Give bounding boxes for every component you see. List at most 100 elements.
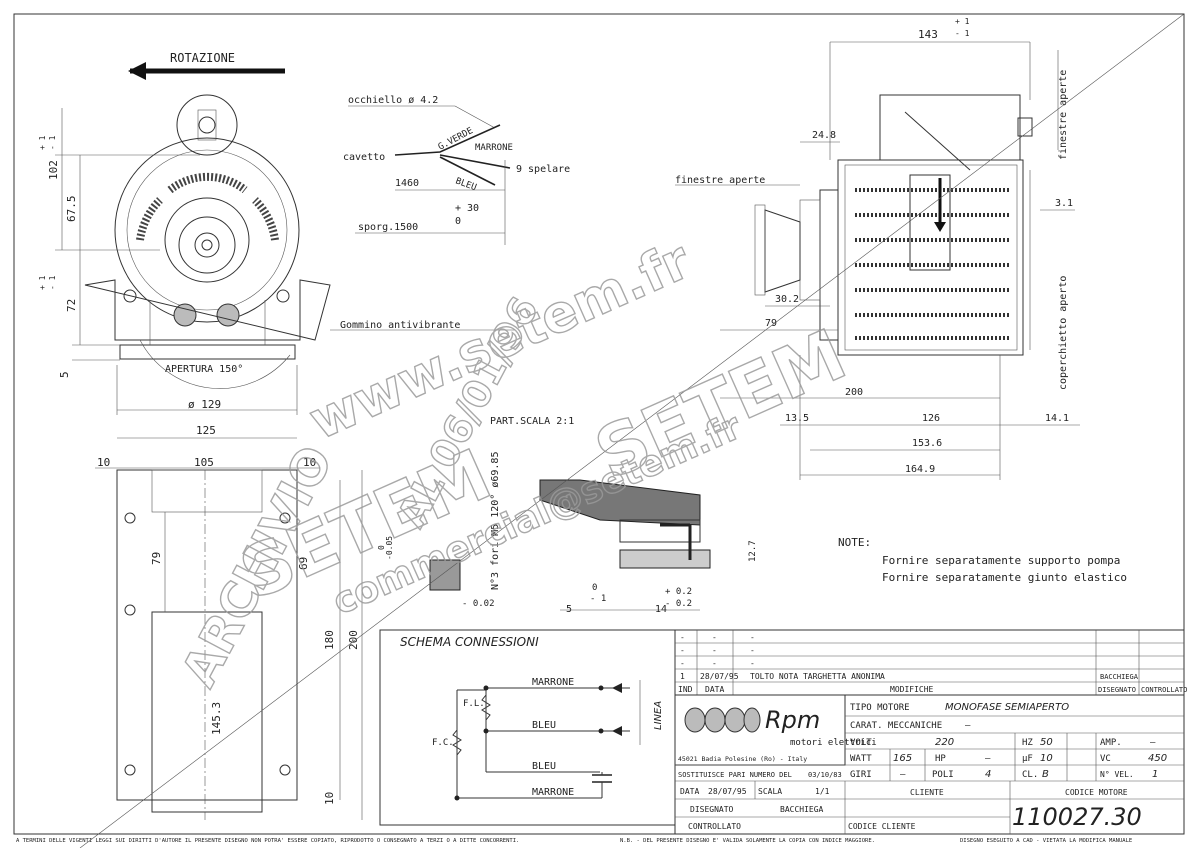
svg-text:28/07/95: 28/07/95 xyxy=(700,672,739,681)
svg-text:TIPO MOTORE: TIPO MOTORE xyxy=(850,703,910,713)
cable-label: cavetto xyxy=(343,152,385,163)
svg-text:HP: HP xyxy=(935,754,946,764)
vc-value: 450 xyxy=(1148,753,1167,764)
title-block: - - - - - - - - - 1 28/07/95 TOLTO NOTA … xyxy=(674,629,1187,835)
dim-13-5: 13.5 xyxy=(785,413,809,424)
svg-text:F.C.: F.C. xyxy=(432,738,454,748)
svg-text:DISEGNATO: DISEGNATO xyxy=(1098,686,1136,694)
part-detail-title: PART.SCALA 2:1 xyxy=(490,416,574,427)
footer-copyright: A TERMINI DELLE VIGENTI LEGGI SUI DIRITT… xyxy=(16,838,519,844)
dim-164-9: 164.9 xyxy=(905,464,935,475)
svg-text:CONTROLLATO: CONTROLLATO xyxy=(688,822,741,831)
svg-text:MARRONE: MARRONE xyxy=(532,677,574,688)
svg-text:- 1: - 1 xyxy=(590,594,606,604)
svg-text:-: - xyxy=(680,646,685,655)
svg-text:12.7: 12.7 xyxy=(748,540,758,562)
holes-note: N°3 fori M5 120° ø69.85 xyxy=(490,452,501,590)
windows-open-vert: finestre aperte xyxy=(1058,70,1069,160)
dim-72: 72 xyxy=(65,299,78,312)
dim-10-left: 10 xyxy=(97,456,110,469)
svg-text:0: 0 xyxy=(592,583,597,593)
svg-text:-: - xyxy=(712,659,717,668)
svg-text:N° VEL.: N° VEL. xyxy=(1100,770,1134,779)
marrone-label: MARRONE xyxy=(475,143,513,153)
watt-value: 165 xyxy=(893,753,912,764)
side-view: 143 + 1 - 1 3.1 finestre aperte cope xyxy=(675,17,1080,480)
svg-text:MODIFICHE: MODIFICHE xyxy=(890,685,934,694)
svg-text:- 0.2: - 0.2 xyxy=(665,599,692,609)
svg-text:DATA: DATA xyxy=(680,787,699,796)
svg-text:+ 0.2: + 0.2 xyxy=(665,587,692,597)
dim-145-3: 145.3 xyxy=(210,702,223,735)
svg-text:BACCHIEGA: BACCHIEGA xyxy=(780,805,824,814)
svg-text:BLEU: BLEU xyxy=(532,761,556,772)
dim-5: 5 xyxy=(58,371,71,378)
dim-79: 79 xyxy=(765,318,777,329)
rpm-logo-icon xyxy=(684,707,761,733)
svg-text:IND: IND xyxy=(678,685,693,694)
svg-text:-: - xyxy=(750,633,755,642)
eyelet-label: occhiello ø 4.2 xyxy=(348,95,438,106)
note-line-1: Fornire separatamente supporto pompa xyxy=(882,554,1120,567)
cover-open-vert: coperchietto aperto xyxy=(1058,276,1069,390)
svg-text:28/07/95: 28/07/95 xyxy=(708,787,747,796)
company-subtitle: motori elettrici xyxy=(790,738,877,748)
svg-text:—: — xyxy=(1150,738,1156,748)
len-1460: 1460 xyxy=(395,178,419,189)
schema-title: SCHEMA CONNESSIONI xyxy=(400,635,539,649)
dim-14-1: 14.1 xyxy=(1045,413,1069,424)
dim-102: 102 xyxy=(47,160,60,180)
svg-text:1: 1 xyxy=(680,672,685,681)
dim-105: 105 xyxy=(194,456,214,469)
svg-text:POLI: POLI xyxy=(932,770,954,780)
uf-value: 10 xyxy=(1040,753,1053,764)
svg-text:+ 1: + 1 xyxy=(38,135,47,150)
dim-30-2: 30.2 xyxy=(775,294,799,305)
dim-67-5: 67.5 xyxy=(65,196,78,223)
rubber-label: Gommino antivibrante xyxy=(340,320,460,331)
svg-text:GIRI: GIRI xyxy=(850,770,872,780)
svg-text:CLIENTE: CLIENTE xyxy=(910,788,944,797)
svg-text:VC: VC xyxy=(1100,754,1111,764)
dim-10-right: 10 xyxy=(303,456,316,469)
dim-24-8: 24.8 xyxy=(812,130,836,141)
dim-200: 200 xyxy=(845,387,863,398)
dim-69: 69 xyxy=(297,557,310,570)
svg-text:0: 0 xyxy=(455,216,461,227)
svg-text:—: — xyxy=(985,754,991,764)
dim-3-1: 3.1 xyxy=(1055,198,1073,209)
dim-10-bottom: 10 xyxy=(323,792,336,805)
svg-text:- 1: - 1 xyxy=(48,135,57,150)
svg-text:µF: µF xyxy=(1022,754,1033,764)
svg-text:1/1: 1/1 xyxy=(815,787,830,796)
watermarks: www.setem.fr SETEM SETEM commercial@sete… xyxy=(170,230,858,697)
svg-text:BACCHIEGA: BACCHIEGA xyxy=(1100,673,1139,681)
dim-153-6: 153.6 xyxy=(912,438,942,449)
dim-143: 143 xyxy=(918,28,938,41)
svg-text:WATT: WATT xyxy=(850,754,872,764)
svg-text:CODICE MOTORE: CODICE MOTORE xyxy=(1065,788,1128,797)
hz-value: 50 xyxy=(1040,737,1053,748)
svg-text:F.L.: F.L. xyxy=(463,699,485,709)
svg-text:-: - xyxy=(712,646,717,655)
dim-d129: ø 129 xyxy=(188,398,221,411)
svg-text:MARRONE: MARRONE xyxy=(532,787,574,798)
svg-text:DATA: DATA xyxy=(705,685,724,694)
dim-125: 125 xyxy=(196,424,216,437)
front-view: ROTAZIONE 102 67.5 72 5 xyxy=(38,51,515,415)
svg-text:-: - xyxy=(680,659,685,668)
revision-1-text: TOLTO NOTA TARGHETTA ANONIMA xyxy=(750,672,885,681)
svg-text:+ 1: + 1 xyxy=(38,275,47,290)
strip-label: 9 spelare xyxy=(516,164,570,175)
bleu-label: BLEU xyxy=(454,176,478,193)
cable-detail: occhiello ø 4.2 cavetto G.VERDE MARRONE … xyxy=(343,95,570,245)
poli-value: 4 xyxy=(985,769,991,780)
motor-code: 110027.30 xyxy=(1012,803,1142,831)
svg-text:SOSTITUISCE PARI NUMERO DEL: SOSTITUISCE PARI NUMERO DEL xyxy=(678,771,792,779)
volt-value: 220 xyxy=(935,737,954,748)
svg-text:03/10/83: 03/10/83 xyxy=(808,771,842,779)
base-view: 125 10 105 10 79 69 180 200 145.3 10 xyxy=(95,424,363,820)
company-logo: Rpm xyxy=(765,706,820,734)
svg-text:- 1: - 1 xyxy=(48,275,57,290)
